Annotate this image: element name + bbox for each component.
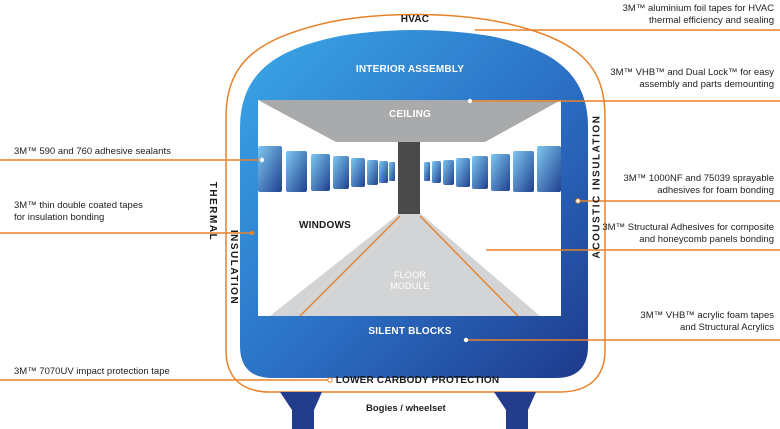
callout-line: for insulation bonding [14,212,105,223]
silent-blocks-label: SILENT BLOCKS [368,326,452,337]
callout-line: 3M™ 1000NF and 75039 sprayable [623,173,774,184]
center-pillar [398,142,420,214]
ceiling-label: CEILING [389,109,431,120]
ceiling-panel [258,100,561,142]
callout-double-coated-tapes: 3M™ thin double coated tapes for insulat… [14,200,143,224]
floor-module [270,213,540,316]
bogies [280,392,536,429]
callout-line: assembly and parts demounting [639,79,774,90]
callout-hvac-tapes: 3M™ aluminium foil tapes for HVAC therma… [623,3,774,27]
callout-line: thermal efficiency and sealing [649,15,774,26]
bogie-left [280,392,322,429]
left-windows [258,146,395,192]
thermal-label: THERMAL [207,181,219,242]
leader-dots [249,98,581,383]
lower-carbody-protection-label: LOWER CARBODY PROTECTION [335,375,500,386]
callout-impact-protection-tape: 3M™ 7070UV impact protection tape [14,366,170,378]
hvac-label: HVAC [400,14,430,25]
right-windows [424,146,561,192]
callout-line: 3M™ VHB™ acrylic foam tapes [640,310,774,321]
callout-line: and Structural Acrylics [680,322,774,333]
acoustic-insulation-label: ACOUSTIC INSULATION [591,114,603,259]
windows-label: WINDOWS [299,220,351,231]
callout-vhb-dual-lock: 3M™ VHB™ and Dual Lock™ for easy assembl… [610,67,774,91]
floor-module-label: FLOOR MODULE [385,270,435,292]
callout-structural-adhesives: 3M™ Structural Adhesives for composite a… [602,222,774,246]
leader-lines [0,27,780,381]
floor-label-line1: FLOOR [393,270,426,280]
callout-line: and honeycomb panels bonding [639,234,774,245]
callout-line: 3M™ 7070UV impact protection tape [14,366,170,377]
callout-line: 3M™ VHB™ and Dual Lock™ for easy [610,67,774,78]
callout-line: 3M™ Structural Adhesives for composite [602,222,774,233]
callout-line: 3M™ aluminium foil tapes for HVAC [622,3,774,14]
bogies-wheelset-label: Bogies / wheelset [366,403,446,414]
callout-line: 3M™ 590 and 760 adhesive sealants [14,146,171,157]
bogie-right [494,392,536,429]
callout-line: 3M™ thin double coated tapes [14,200,143,211]
callout-adhesive-sealants: 3M™ 590 and 760 adhesive sealants [14,146,171,158]
callout-sprayable-adhesives: 3M™ 1000NF and 75039 sprayable adhesives… [623,173,774,197]
floor-label-line2: MODULE [390,281,430,291]
callout-vhb-acrylic: 3M™ VHB™ acrylic foam tapes and Structur… [640,310,774,334]
interior-assembly-label: INTERIOR ASSEMBLY [355,64,465,75]
callout-line: adhesives for foam bonding [657,185,774,196]
insulation-label: INSULATION [228,229,240,306]
